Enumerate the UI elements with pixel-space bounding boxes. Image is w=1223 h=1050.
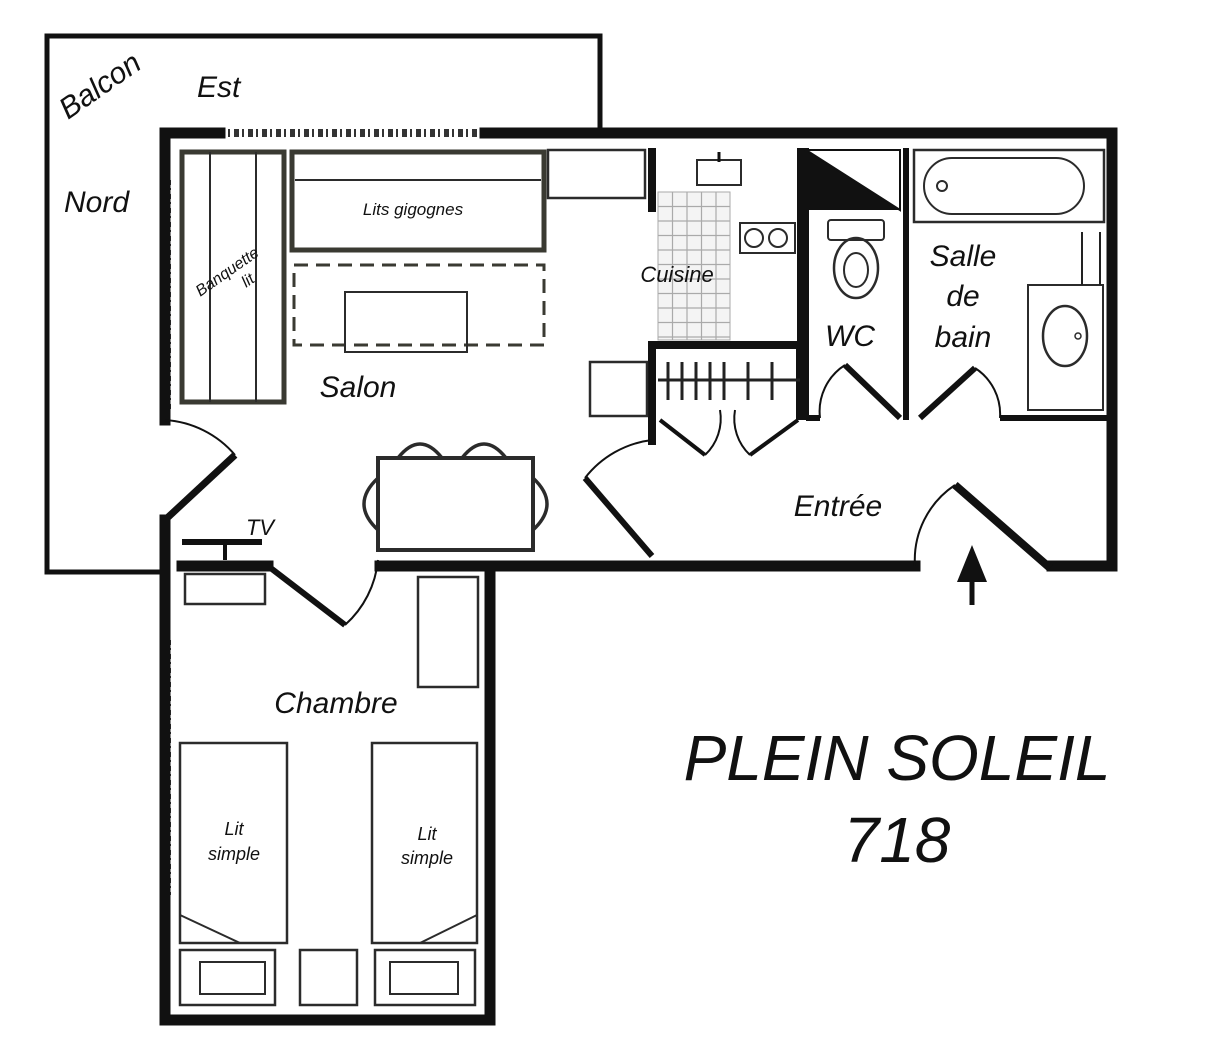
lits-gigognes-label: Lits gigognes (363, 200, 464, 219)
kitchen-tiles (657, 191, 731, 341)
plan-name: PLEIN SOLEIL (684, 722, 1111, 794)
de-label: de (946, 280, 979, 313)
lit-simple-1-line2: simple (208, 844, 260, 864)
lits-gigognes (289, 149, 547, 347)
plan-number: 718 (844, 804, 951, 876)
balcony-outline (44, 33, 603, 575)
coffee-table (344, 291, 468, 353)
windows (163, 129, 485, 895)
side-table (588, 360, 649, 418)
est-label: Est (197, 71, 242, 104)
wc-label: WC (825, 320, 875, 353)
banquette-lit (179, 149, 287, 405)
hob-icon (739, 222, 796, 254)
arrow-up-icon (957, 545, 987, 605)
dining-table (362, 442, 549, 552)
bathtub-icon (912, 148, 1106, 224)
lit-simple-1-line1: Lit (224, 819, 244, 839)
cuisine-label: Cuisine (640, 262, 713, 287)
exterior-walls (159, 127, 1118, 1026)
salle-label: Salle (930, 240, 997, 273)
lit-simple-2 (370, 741, 479, 1007)
cabinet-top-right (546, 148, 647, 200)
wc-duct (802, 149, 901, 212)
bain-label: bain (935, 321, 992, 354)
banquette-label: Banquette (193, 244, 263, 300)
toilet-icon (827, 219, 885, 300)
nord-label: Nord (64, 186, 130, 219)
lit-simple-2-line2: simple (401, 848, 453, 868)
lit-simple-2-line1: Lit (417, 824, 437, 844)
chambre-label: Chambre (274, 687, 397, 720)
chambre-desk (416, 575, 480, 689)
sink-icon (696, 152, 742, 186)
nightstand (298, 948, 359, 1007)
lit-simple-1 (178, 741, 289, 1007)
salon-label: Salon (320, 371, 397, 404)
doors (162, 362, 1053, 628)
chambre-shelf (183, 572, 267, 606)
tv-unit (182, 539, 262, 560)
wardrobe (658, 362, 800, 400)
tv-label: TV (246, 515, 276, 540)
entree-label: Entrée (794, 490, 882, 523)
washbasin-icon (1027, 232, 1104, 411)
balcon-label: Balcon (53, 46, 147, 126)
